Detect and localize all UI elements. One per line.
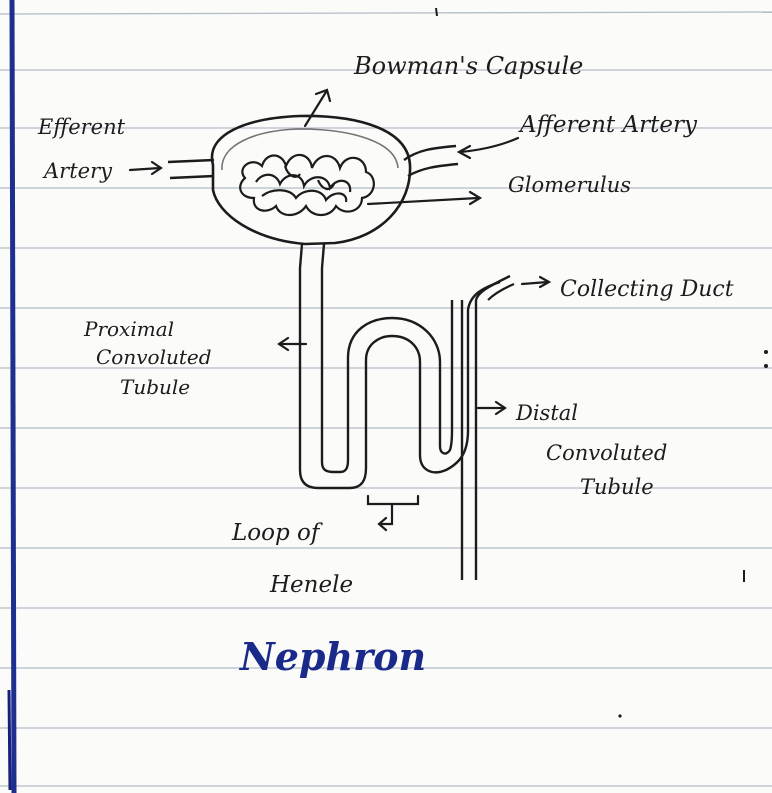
page-title: Nephron bbox=[239, 634, 426, 679]
label-efferent-artery-line1: Efferent bbox=[37, 115, 126, 139]
label-proximal-line2: Convoluted bbox=[96, 345, 212, 369]
tubule-shape bbox=[300, 244, 500, 488]
label-arrows bbox=[130, 90, 549, 530]
label-bowmans-capsule: Bowman's Capsule bbox=[353, 52, 583, 80]
label-collecting-duct: Collecting Duct bbox=[560, 277, 734, 302]
label-glomerulus: Glomerulus bbox=[508, 173, 631, 197]
label-proximal-line1: Proximal bbox=[83, 317, 174, 341]
label-distal-line1: Distal bbox=[515, 401, 578, 425]
glomerulus-shape bbox=[240, 155, 374, 215]
label-loop-line1: Loop of bbox=[231, 520, 323, 546]
label-efferent-artery-line2: Artery bbox=[42, 159, 113, 183]
label-distal-line3: Tubule bbox=[580, 475, 654, 499]
label-afferent-artery: Afferent Artery bbox=[518, 112, 698, 138]
label-proximal-line3: Tubule bbox=[120, 375, 190, 399]
label-distal-line2: Convoluted bbox=[546, 441, 667, 465]
label-loop-line2: Henele bbox=[269, 572, 353, 598]
margin-line bbox=[12, 0, 14, 793]
